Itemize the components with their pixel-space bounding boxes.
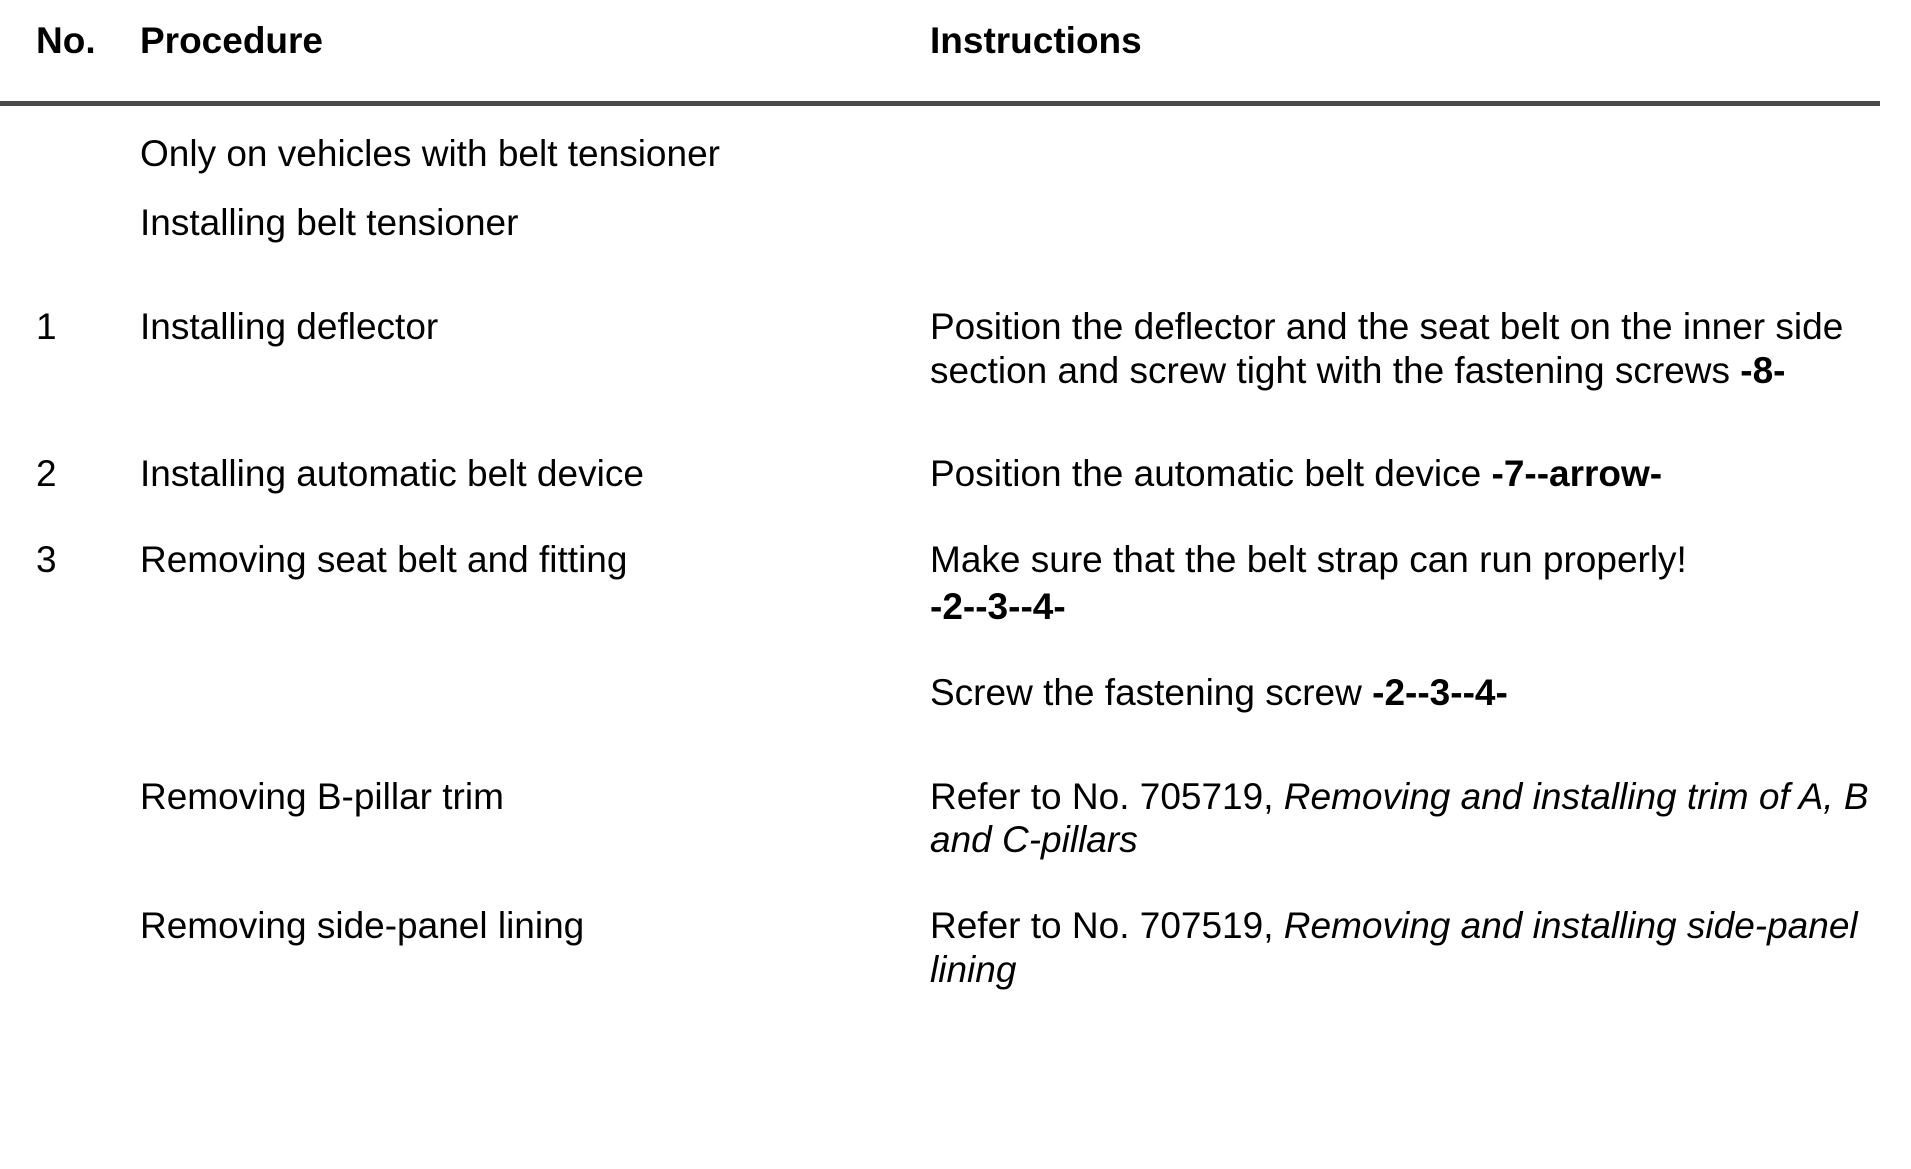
- spacer-cell: [140, 862, 920, 878]
- spacer-cell: [0, 392, 140, 426]
- instruction-reference-italic: Removing and installing side-panel linin…: [930, 905, 1858, 990]
- instruction-text: Position the automatic belt device: [930, 453, 1492, 495]
- spacer-cell: [920, 245, 1880, 279]
- cell-no: 1: [36, 305, 57, 347]
- spacer-cell: [0, 862, 140, 878]
- column-header-procedure: Procedure: [140, 0, 920, 106]
- row-spacer: [0, 715, 1880, 749]
- row-spacer: [0, 862, 1880, 878]
- instruction-text: Screw the fastening screw: [930, 672, 1373, 714]
- row-spacer: [0, 392, 1880, 426]
- table-row-intro: Only on vehicles with belt tensioner Ins…: [0, 103, 1880, 245]
- cell-instructions: Refer to No. 705719, Removing and instal…: [920, 749, 1880, 862]
- column-header-instructions: Instructions: [920, 0, 1880, 106]
- spacer-cell: [920, 392, 1880, 426]
- cell-procedure: Removing seat belt and fitting: [140, 538, 628, 580]
- header-row: No. Procedure Instructions: [0, 0, 1880, 106]
- row-spacer: [0, 496, 1880, 512]
- table-body: Only on vehicles with belt tensioner Ins…: [0, 103, 1880, 991]
- instruction-reference-bold: -8-: [1740, 349, 1786, 391]
- instruction-paragraph: Screw the fastening screw -2--3--4-: [930, 671, 1870, 715]
- instruction-reference-italic: Removing and installing trim of A, B and…: [930, 775, 1869, 861]
- spacer-cell: [920, 715, 1880, 749]
- spacer-cell: [140, 245, 920, 279]
- table-row: Removing B-pillar trim Refer to No. 7057…: [0, 749, 1880, 862]
- table-row: 1 Installing deflector Position the defl…: [0, 279, 1880, 392]
- spacer-cell: [140, 715, 920, 749]
- cell-no-intro: [0, 103, 140, 245]
- cell-instructions: Make sure that the belt strap can run pr…: [920, 512, 1880, 715]
- instruction-paragraph: Make sure that the belt strap can run pr…: [930, 538, 1870, 629]
- cell-procedure: Removing B-pillar trim: [140, 775, 504, 817]
- instruction-text: Refer to No. 705719,: [930, 775, 1284, 817]
- cell-no: [0, 878, 140, 991]
- spacer-cell: [0, 245, 140, 279]
- table-row: 3 Removing seat belt and fitting Make su…: [0, 512, 1880, 715]
- procedure-table: No. Procedure Instructions Only on vehic…: [0, 0, 1880, 991]
- cell-no: 3: [36, 538, 57, 580]
- instruction-reference-bold: -2--3--4-: [930, 586, 1066, 628]
- spacer-cell: [0, 496, 140, 512]
- table-row: Removing side-panel lining Refer to No. …: [0, 878, 1880, 991]
- spacer-cell: [920, 496, 1880, 512]
- spacer-cell: [140, 392, 920, 426]
- instruction-text: Position the deflector and the seat belt…: [930, 305, 1844, 391]
- cell-instructions: Refer to No. 707519, Removing and instal…: [920, 878, 1880, 991]
- cell-instructions-intro: [920, 103, 1880, 245]
- cell-instructions: Position the automatic belt device -7--a…: [920, 426, 1880, 496]
- instruction-reference-bold: -2--3--4-: [1372, 672, 1508, 714]
- intro-line-1: Only on vehicles with belt tensioner: [140, 132, 720, 174]
- table-header: No. Procedure Instructions: [0, 0, 1880, 106]
- cell-procedure: Installing automatic belt device: [140, 453, 644, 495]
- cell-no: [0, 749, 140, 862]
- spacer-cell: [140, 496, 920, 512]
- row-spacer: [0, 245, 1880, 279]
- spacer-cell: [0, 715, 140, 749]
- spacer-cell: [920, 862, 1880, 878]
- table-row: 2 Installing automatic belt device Posit…: [0, 426, 1880, 496]
- cell-procedure-intro: Only on vehicles with belt tensioner Ins…: [140, 103, 920, 245]
- instruction-reference-bold: -7--arrow-: [1491, 453, 1663, 495]
- cell-instructions: Position the deflector and the seat belt…: [920, 279, 1880, 392]
- cell-procedure: Removing side-panel lining: [140, 905, 585, 947]
- intro-line-2: Installing belt tensioner: [140, 202, 519, 244]
- cell-procedure: Installing deflector: [140, 305, 439, 347]
- cell-no: 2: [36, 453, 57, 495]
- column-header-no: No.: [0, 0, 140, 106]
- instruction-text: Make sure that the belt strap can run pr…: [930, 538, 1687, 580]
- instruction-text: Refer to No. 707519,: [930, 905, 1284, 947]
